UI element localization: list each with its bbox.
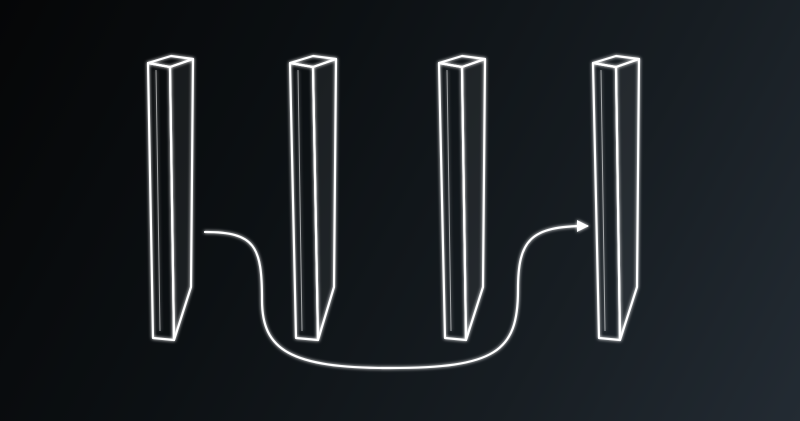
layer-4-side-face	[614, 57, 641, 342]
layer-1-side-face	[168, 57, 195, 342]
layer-4-top-face	[591, 54, 641, 69]
layer-1-top-face	[146, 54, 195, 69]
layer-1	[146, 54, 195, 342]
layer-2-side-face	[311, 57, 338, 342]
layer-3-top-face	[437, 54, 487, 69]
layer-3	[437, 54, 487, 342]
layer-2-top-face	[288, 54, 338, 69]
layer-3-side-face	[460, 57, 487, 342]
skip-connection-arrow	[203, 220, 589, 370]
layer-2	[288, 54, 338, 342]
layer-4	[591, 54, 641, 342]
